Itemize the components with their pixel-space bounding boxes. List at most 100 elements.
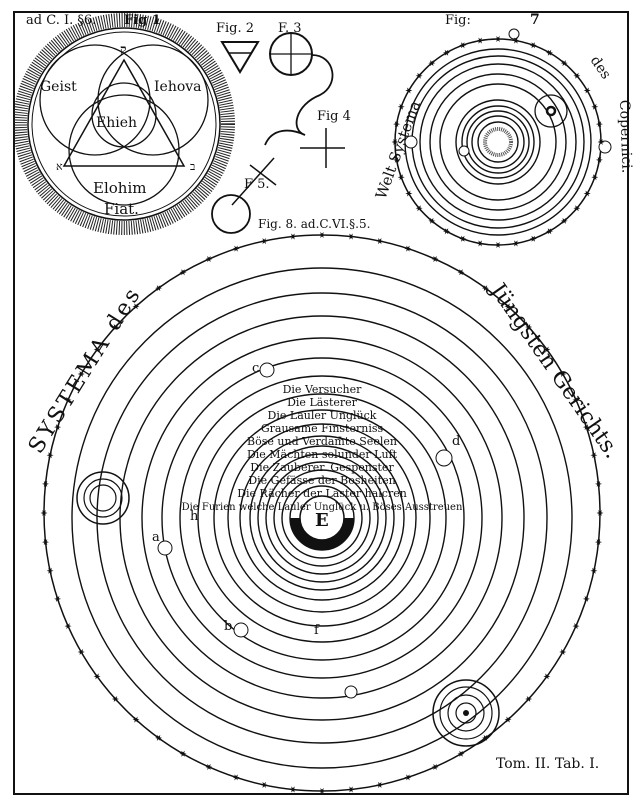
planet-marker — [458, 145, 470, 157]
ring-text: Die Versucher — [283, 383, 363, 396]
star-icon — [512, 37, 520, 44]
fig3-caption: F. 3 — [278, 21, 302, 36]
star-icon — [459, 42, 467, 49]
star-icon — [232, 245, 240, 252]
star-icon — [232, 774, 240, 781]
ring-text: Die Mächten solunder Luft — [247, 448, 398, 461]
star-icon — [525, 696, 533, 702]
star-icon — [205, 256, 213, 263]
ring-text: Die Gefässe der Bosheiten — [248, 474, 395, 487]
orbit-ring — [273, 469, 371, 567]
orbit-ring — [404, 48, 592, 236]
orbit-ring — [455, 99, 541, 185]
star-icon — [595, 539, 602, 546]
sun-icon — [483, 127, 513, 157]
star-icon — [111, 324, 119, 330]
point-label-f: f — [314, 623, 320, 638]
star-icon — [590, 452, 598, 459]
star-icon — [155, 285, 163, 292]
center-label: E — [315, 510, 329, 531]
fig1-label-elohim: Elohim — [93, 179, 146, 197]
star-icon — [289, 786, 297, 793]
star-icon — [393, 121, 401, 128]
star-icon — [405, 87, 413, 94]
ring-text: Die Rächer der Laster halcren — [237, 487, 407, 500]
star-icon — [64, 623, 72, 630]
fig1-caption: Fig 1 — [124, 13, 161, 28]
star-icon — [404, 774, 412, 781]
ring-text: Die Lauler Unglück — [268, 409, 377, 422]
star-icon — [560, 217, 568, 224]
star-icon — [597, 139, 605, 145]
star-icon — [179, 269, 187, 276]
star-icon — [260, 781, 268, 788]
point-label-d: d — [452, 434, 460, 449]
fig7-title-copernici: Copernici. — [616, 100, 635, 174]
star-icon — [205, 763, 213, 770]
earth-moon-orbit — [534, 94, 568, 128]
star-icon — [595, 121, 603, 128]
ring-text: Die Furien welche Lauler Unglück u. Böse… — [182, 502, 463, 513]
ring-text: Die Lästerer — [287, 396, 358, 409]
star-icon — [529, 42, 537, 49]
star-icon — [443, 228, 450, 235]
orbit-ring — [179, 375, 465, 661]
star-icon — [260, 238, 268, 245]
star-icon — [93, 673, 101, 680]
star-icon — [289, 233, 297, 240]
planet-marker — [508, 28, 520, 40]
center-earth — [299, 495, 345, 541]
fig1-letter-top: ק — [120, 42, 126, 56]
star-icon — [559, 371, 567, 377]
plate-border — [13, 11, 629, 795]
star-icon — [459, 235, 467, 242]
fig1-label-fiat: Fiat. — [104, 200, 139, 218]
ring-text: Die Zauberer. Gespenster — [250, 461, 394, 474]
star-icon — [42, 539, 49, 546]
main-last-judgment-system: SYSTEMA des Jüngsten Gerichts. E a b c d… — [24, 232, 624, 794]
orbit-ring — [161, 357, 483, 679]
star-icon — [46, 452, 54, 459]
star-icon — [583, 87, 591, 94]
star-icon — [546, 49, 553, 56]
star-icon — [132, 716, 140, 723]
star-icon — [494, 36, 502, 42]
fig5-caption: F 5. — [244, 177, 270, 192]
point-label-a: a — [152, 530, 160, 545]
star-icon — [431, 256, 439, 263]
star-icon — [111, 696, 119, 702]
earth-dark-half — [290, 518, 354, 550]
star-icon — [443, 49, 450, 56]
fig1-label-geist: Geist — [40, 79, 77, 95]
orbit-ring — [439, 83, 557, 201]
star-icon — [572, 396, 580, 403]
ring-text: Böse und Verdam̄te Seelen — [247, 435, 397, 448]
star-icon — [529, 235, 537, 242]
star-icon — [595, 156, 603, 163]
orbit-ring — [96, 292, 548, 744]
orbit-ring — [466, 110, 530, 174]
fig2-caption: Fig. 2 — [216, 21, 254, 36]
orbit-ring — [281, 477, 363, 559]
small-figures: Fig. 2 F. 3 Fig 4 F 5. Fig. 8. ad.C.VI.§… — [211, 21, 370, 234]
fig4-caption: Fig 4 — [317, 109, 351, 124]
star-icon — [431, 763, 439, 770]
orbit-ring — [213, 409, 431, 627]
orbit-ring — [477, 121, 519, 163]
fig7-copernican-system: Fig: 7 Welt Systema des Copernici. — [372, 12, 635, 248]
fig1-ref: ad C. I. §6. — [26, 13, 96, 28]
star-icon — [428, 217, 436, 224]
star-icon — [54, 595, 62, 602]
star-icon — [543, 673, 551, 680]
star-icon — [391, 139, 399, 145]
star-icon — [476, 240, 484, 247]
fig1-label-ehieh: Ehieh — [96, 115, 137, 131]
star-icon — [376, 781, 384, 788]
star-icon — [42, 480, 49, 487]
star-icon — [64, 396, 72, 403]
fig1-letter-left: א — [56, 160, 63, 173]
orbit-ring — [227, 423, 417, 613]
fig1-letter-right: ב — [190, 160, 195, 173]
star-icon — [347, 786, 355, 793]
star-icon — [46, 567, 54, 574]
